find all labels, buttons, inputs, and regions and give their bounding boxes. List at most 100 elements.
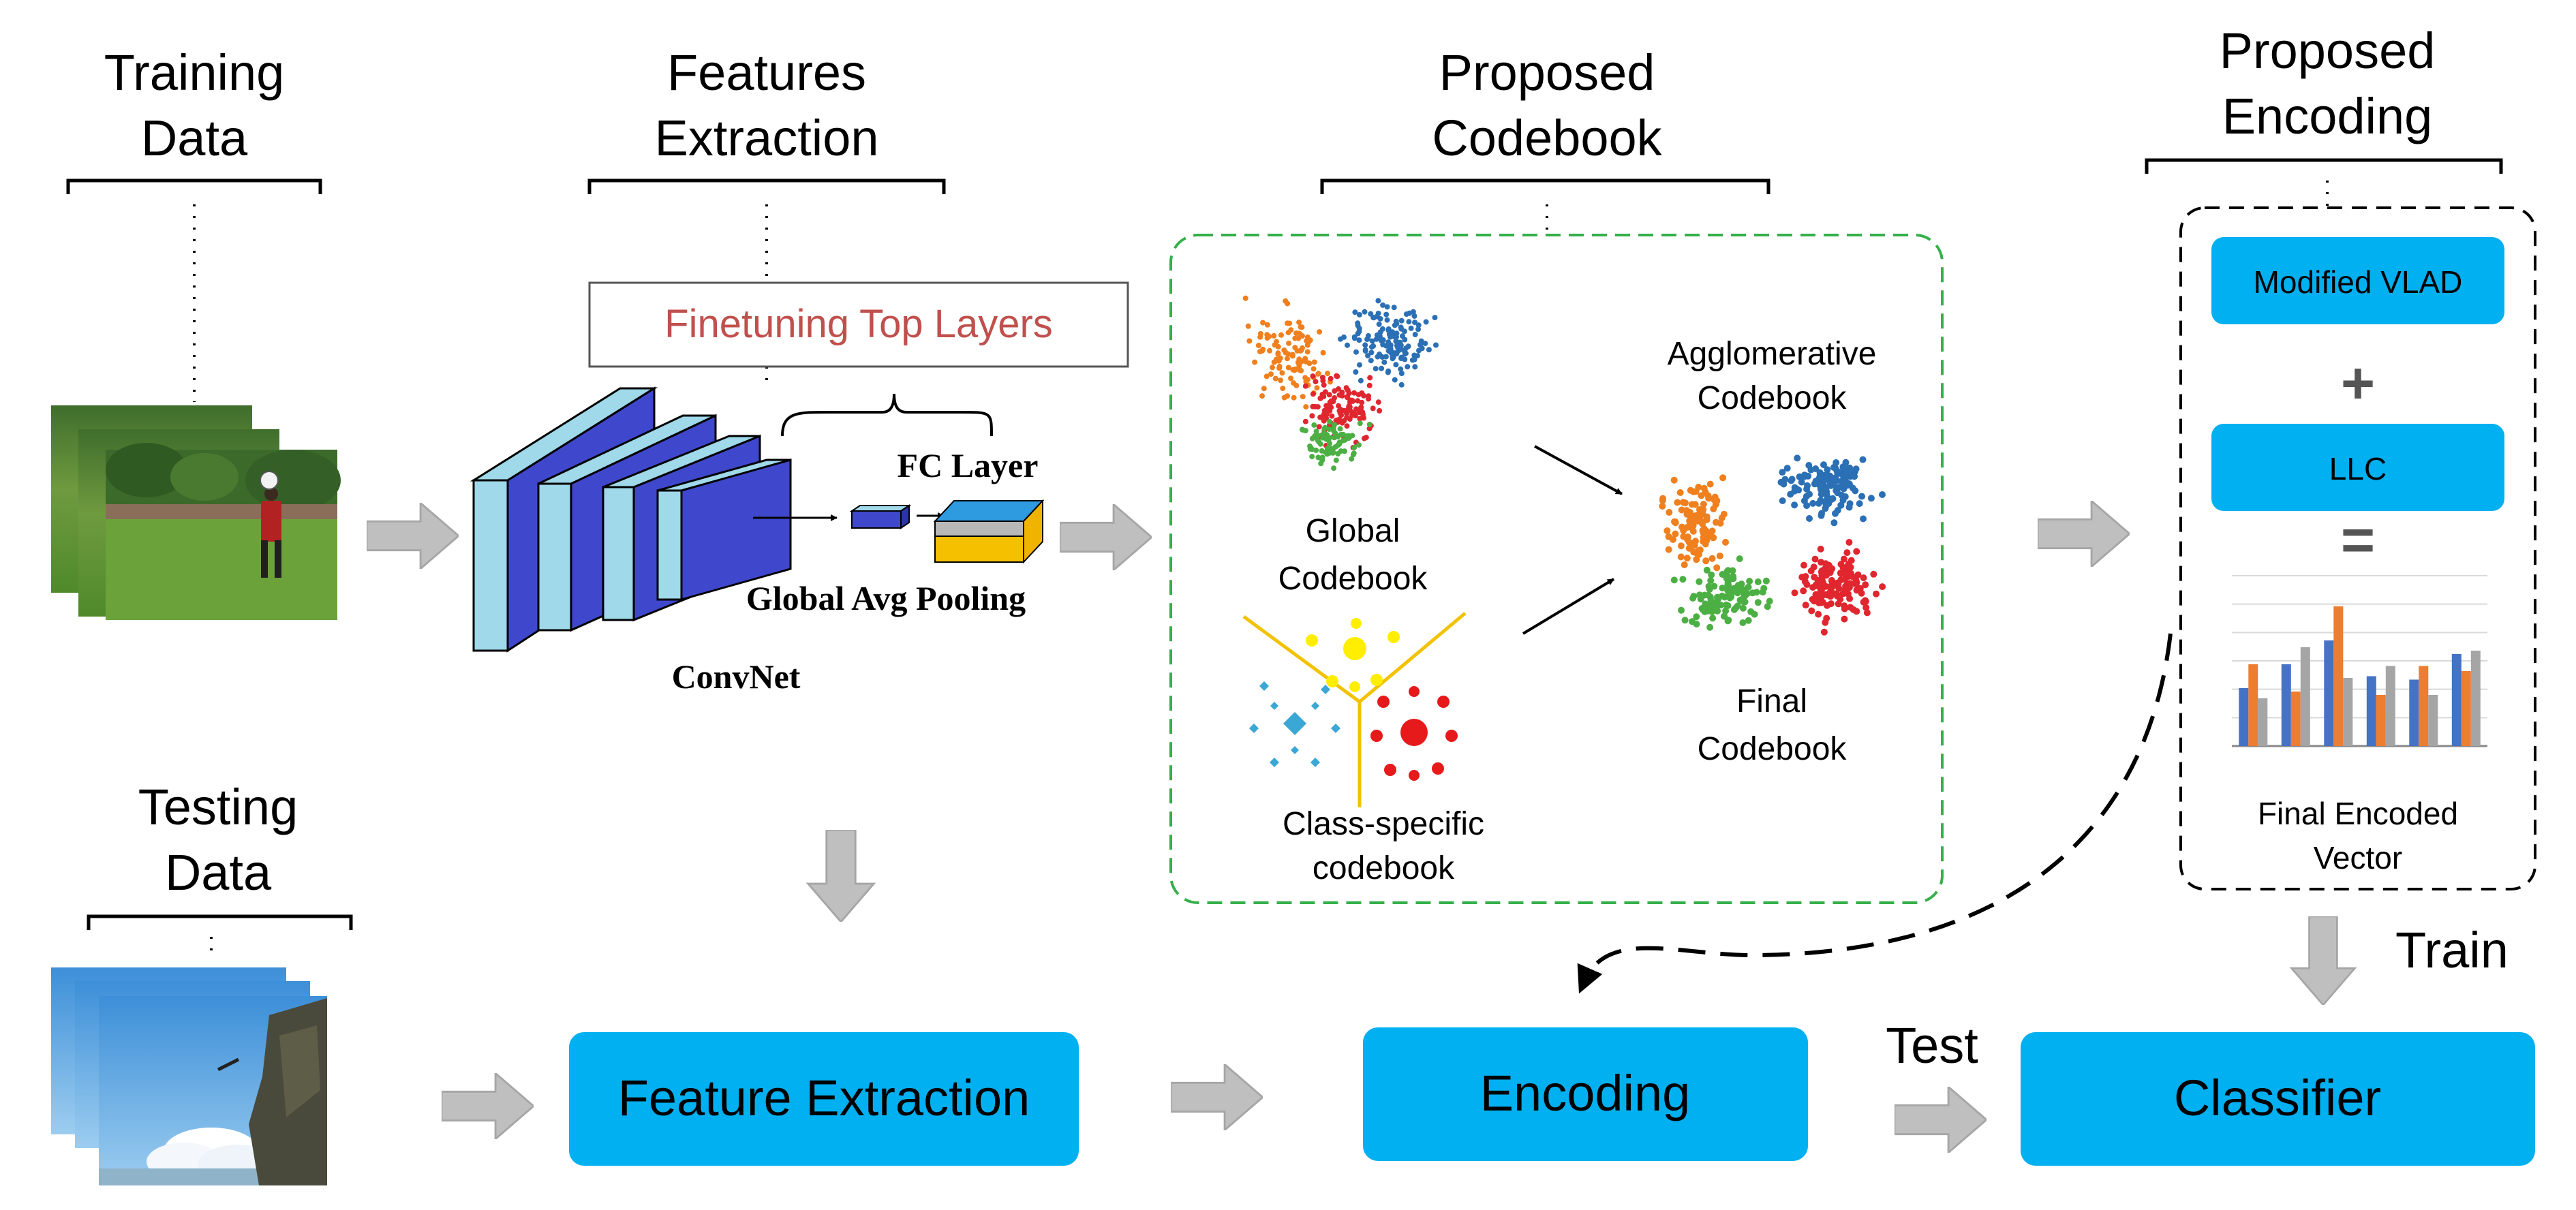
scatter-point (1805, 462, 1813, 469)
scatter-point (1242, 295, 1248, 301)
scatter-point (1275, 351, 1281, 357)
scatter-point (1366, 396, 1371, 402)
scatter-point (1381, 359, 1387, 365)
feature-extraction-button[interactable] (569, 1032, 1079, 1166)
scatter-point (1345, 394, 1350, 400)
scatter-point (1393, 339, 1399, 344)
scatter-point (1665, 546, 1672, 553)
scatter-point (1314, 385, 1320, 391)
scatter-point (1293, 382, 1300, 388)
scatter-point (1309, 454, 1315, 460)
scatter-point (1705, 495, 1713, 502)
scatter-point (1415, 326, 1421, 332)
scatter-point (1698, 517, 1705, 525)
scatter-point (1721, 612, 1728, 620)
scatter-point (1722, 538, 1729, 546)
classifier-label: Classifier (2174, 1070, 2381, 1126)
scatter-point (1853, 548, 1860, 555)
scatter-point (1811, 555, 1819, 563)
scatter-point (1385, 341, 1392, 347)
scatter-point (1670, 576, 1678, 584)
scatter-point (1332, 388, 1338, 394)
scatter-point (1817, 597, 1824, 604)
video-frame-stack-training-icon (51, 405, 341, 620)
scatter-point (1299, 324, 1305, 330)
scatter-point (1344, 414, 1350, 420)
scatter-point (1337, 426, 1343, 432)
scatter-point (1856, 500, 1863, 508)
scatter-point (1414, 353, 1420, 359)
scatter-point (1257, 349, 1263, 354)
scatter-point (1783, 465, 1791, 472)
scatter-point (1328, 403, 1334, 409)
scatter-point (1286, 340, 1292, 346)
scatter-point (1833, 592, 1841, 600)
scatter-point (1853, 608, 1860, 615)
scatter-point (1302, 418, 1308, 424)
pooling-layer-icon (849, 504, 912, 529)
scatter-point (1663, 527, 1671, 534)
scatter-point (1843, 482, 1851, 489)
scatter-point (1698, 492, 1705, 499)
scatter-point (1724, 581, 1732, 589)
scatter-point (1719, 585, 1726, 592)
scatter-point (1362, 309, 1368, 315)
scatter-point (1319, 448, 1325, 454)
scatter-point (1338, 412, 1345, 418)
scatter-point (1739, 604, 1747, 612)
scatter-point (1826, 589, 1833, 597)
modified-vlad-label: Modified VLAD (2254, 264, 2463, 300)
scatter-point (1408, 325, 1414, 331)
scatter-point (1751, 610, 1758, 618)
scatter-point (1398, 342, 1404, 348)
scatter-point (1350, 452, 1356, 458)
scatter-point (1849, 484, 1856, 492)
scatter-point (1690, 548, 1698, 556)
bracket-encoding (2145, 158, 2503, 174)
arrow-right-icon (367, 503, 459, 569)
scatter-point (1693, 621, 1700, 627)
scatter-point (1721, 593, 1728, 601)
scatter-point (1432, 315, 1438, 321)
scatter-point (1840, 465, 1847, 472)
scatter-point (1398, 356, 1405, 361)
llc-box (2211, 424, 2504, 511)
scatter-point (1252, 359, 1258, 365)
scatter-point (1264, 332, 1270, 338)
header-training-data: Training Data (104, 44, 285, 166)
scatter-point (1316, 424, 1322, 430)
scatter-point (1351, 390, 1358, 396)
scatter-point (1825, 561, 1833, 569)
scatter-point (1356, 337, 1362, 343)
scatter-point (1317, 329, 1323, 335)
scatter-point (1322, 389, 1328, 395)
scatter-point (1695, 547, 1702, 555)
fc-layer-icon (933, 499, 1045, 564)
scatter-point (1310, 391, 1316, 397)
scatter-point (1680, 499, 1687, 506)
scatter-point (1818, 576, 1826, 584)
class-specific-codebook-label: Class-specific codebook (1283, 806, 1484, 886)
scatter-point (1245, 323, 1251, 329)
header-testing-line2: Data (165, 844, 272, 901)
scatter-point (1375, 298, 1381, 304)
scatter-point (1330, 426, 1336, 432)
arrow-right-icon (442, 1073, 534, 1139)
scatter-point (1754, 599, 1762, 606)
scatter-point (1809, 584, 1817, 591)
encoding-button[interactable] (1363, 1027, 1808, 1161)
header-proposed-codebook: Proposed Codebook (1432, 44, 1662, 166)
header-features-extraction: Features Extraction (654, 44, 878, 166)
classifier-button[interactable] (2021, 1032, 2535, 1166)
scatter-point (1368, 311, 1374, 317)
scatter-point (1796, 473, 1803, 480)
scatter-point (1367, 375, 1373, 381)
scatter-point (1847, 570, 1854, 577)
scatter-point (1798, 478, 1805, 486)
dashed-feedback-curve (1563, 630, 2174, 957)
scatter-point (1739, 619, 1747, 626)
arrow-down-icon (2290, 916, 2357, 1005)
global-avg-pooling-label: Global Avg Pooling (746, 579, 1026, 617)
scatter-point (1326, 426, 1332, 432)
scatter-point (1336, 407, 1343, 414)
